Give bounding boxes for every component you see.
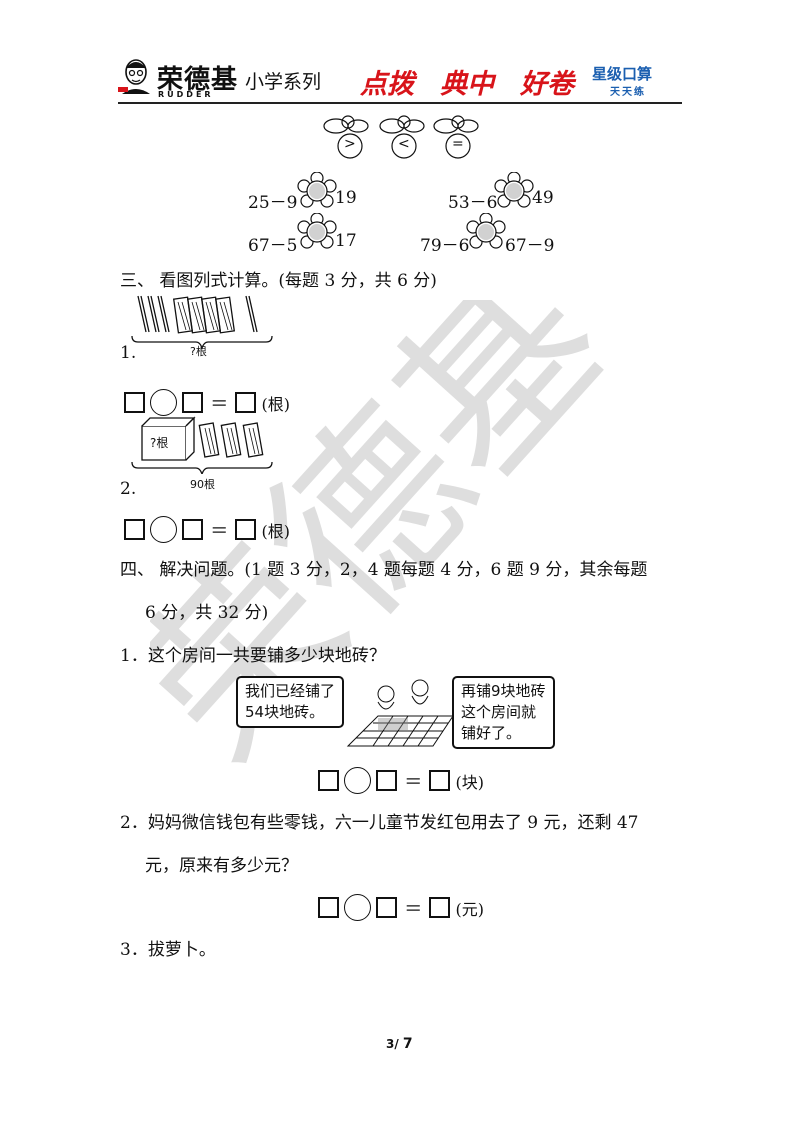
answer-box[interactable] [376,770,398,791]
brand-haojuan: 好卷 [520,69,574,100]
brand-dianzhong: 典中 [440,69,494,100]
answer-box[interactable] [182,519,204,540]
q2-box-label: ?根 [150,436,169,450]
equals-sign: ＝ [210,393,229,415]
compare-1b-left: 53－6 [448,193,498,213]
compare-2b-right: 67－9 [505,236,555,256]
s4-q2-text-line2: 元，原来有多少元？ [145,856,298,876]
compare-1b-right: 49 [532,188,554,208]
answer-box[interactable] [235,519,257,540]
q2-brace-label: 90根 [190,478,215,491]
page-number: 3/ 7 [386,1036,413,1052]
q1-number: 1. [120,343,137,363]
speech-bubble-left: 我们已经铺了 54块地砖。 [236,676,345,728]
brand-kousuan-sub: 天天练 [610,87,646,98]
compare-2b-left: 79－6 [420,236,470,256]
brand-kousuan: 星级口算 [592,65,653,83]
logo-subtext: RUDDER [158,90,214,99]
bee-symbols: > < = [318,108,488,164]
flower-blank-icon[interactable] [297,172,337,212]
compare-2a-left: 67－5 [248,236,298,256]
sticks-bundles-icon [131,295,273,350]
box-bundles-icon [131,416,273,474]
symbol-less: < [398,136,410,152]
founder-portrait-icon [118,59,150,94]
s4-q2-text-line1: 2．妈妈微信钱包有些零钱，六一儿童节发红包用去了 9 元，还剩 47 [120,813,639,833]
flower-blank-icon[interactable] [494,172,534,212]
series-label: 小学系列 [245,71,322,93]
answer-box[interactable] [124,519,145,540]
operator-circle[interactable] [150,516,178,543]
unit-label: (元) [455,899,484,919]
answer-box[interactable] [182,392,204,413]
equals-sign: ＝ [210,520,229,542]
s4-q1-equation: ＝ (块) [318,767,484,794]
unit-label: (根) [261,521,290,541]
operator-circle[interactable] [344,894,372,921]
q1-brace-label: ?根 [190,345,207,358]
brand-dianbo: 点拨 [360,69,414,100]
operator-circle[interactable] [344,767,372,794]
answer-box[interactable] [318,770,339,791]
page-header: 荣德基 RUDDER 小学系列 点拨 典中 好卷 星级口算 天天练 [0,0,800,110]
tile-floor-icon [346,679,454,747]
answer-box[interactable] [429,770,451,791]
symbol-equal: = [452,136,464,152]
answer-box[interactable] [235,392,257,413]
equals-sign: ＝ [404,771,423,793]
answer-box[interactable] [124,392,145,413]
watermark: 荣德基 [150,300,645,800]
answer-box[interactable] [318,897,339,918]
logo-text: 荣德基 [157,65,239,95]
section4-title-line2: 6 分，共 32 分) [145,603,269,623]
s4-q2-equation: ＝ (元) [318,894,484,921]
flower-blank-icon[interactable] [297,213,337,253]
compare-2a-right: 17 [335,231,357,251]
q2-equation: ＝ (根) [124,516,290,543]
answer-box[interactable] [376,897,398,918]
unit-label: (根) [261,394,290,414]
section3-title: 三、 看图列式计算。(每题 3 分，共 6 分) [120,271,437,291]
section4-title-line1: 四、 解决问题。(1 题 3 分，2，4 题每题 4 分，6 题 9 分，其余每… [120,560,648,580]
q1-equation: ＝ (根) [124,389,290,416]
unit-label: (块) [455,772,484,792]
flower-blank-icon[interactable] [466,213,506,253]
s4-q1-text: 1．这个房间一共要铺多少块地砖？ [120,646,386,666]
header-divider [118,102,682,104]
compare-1a-right: 19 [335,188,357,208]
equals-sign: ＝ [404,898,423,920]
symbol-greater: > [344,136,356,152]
speech-bubble-right: 再铺9块地砖 这个房间就 铺好了。 [452,676,555,749]
q2-number: 2. [120,479,137,499]
compare-1a-left: 25－9 [248,193,298,213]
answer-box[interactable] [429,897,451,918]
bee-icons [323,115,479,159]
s4-q3-text: 3．拔萝卜。 [120,940,216,960]
